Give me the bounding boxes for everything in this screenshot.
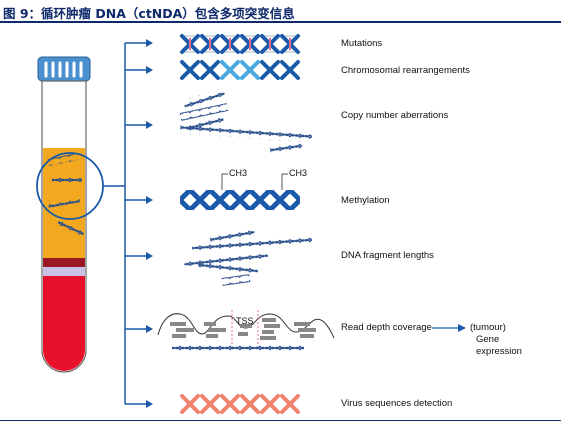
- tube-dna-4: [56, 220, 85, 239]
- virus-dna-strand: [180, 394, 300, 414]
- mutations-dna-strand: [180, 34, 300, 54]
- label-mutations: Mutations: [341, 38, 383, 49]
- ch3-marker-left: [221, 173, 228, 190]
- tube-cap-ridges: [44, 61, 83, 78]
- label-expression: expression: [476, 346, 522, 357]
- label-read-depth-coverage: Read depth coverage: [341, 322, 432, 333]
- tube-dna-3: [47, 195, 81, 208]
- ch3-label-left: CH3: [229, 168, 248, 178]
- blood-tube: [36, 56, 125, 373]
- figure-title: 图 9：循环肿瘤 DNA（ctNDA）包含多项突变信息: [3, 6, 295, 21]
- title-rule: [0, 21, 561, 23]
- buffy-coat-layer: [43, 258, 85, 267]
- ch3-label-right: CH3: [289, 168, 308, 178]
- label-dna-fragment-lengths: DNA fragment lengths: [341, 250, 434, 261]
- label-tumour: (tumour): [470, 322, 506, 333]
- separator-gel: [43, 267, 85, 276]
- tube-dna-2: [52, 178, 82, 185]
- gene-expression-arrow: [432, 324, 466, 332]
- read-depth-coverage-plot: [157, 310, 335, 352]
- bottom-rule: [0, 420, 561, 421]
- copy-number-fragments: [179, 87, 313, 155]
- methylation-dna-strand: [180, 173, 300, 210]
- label-methylation: Methylation: [341, 195, 390, 206]
- label-gene: Gene: [476, 334, 500, 345]
- red-cell-layer: [43, 276, 85, 371]
- ch3-marker-right: [281, 173, 288, 190]
- label-copy-number-aberrations: Copy number aberrations: [341, 110, 449, 121]
- label-virus-sequences-detection: Virus sequences detection: [341, 398, 453, 409]
- branch-bracket: [124, 39, 153, 408]
- tss-label: TSS: [236, 316, 254, 326]
- dna-fragment-strands: [183, 229, 313, 286]
- label-chromosomal-rearrangements: Chromosomal rearrangements: [341, 65, 470, 76]
- tube-dna-1: [47, 152, 79, 167]
- chromosomal-dna-strand: [180, 60, 300, 80]
